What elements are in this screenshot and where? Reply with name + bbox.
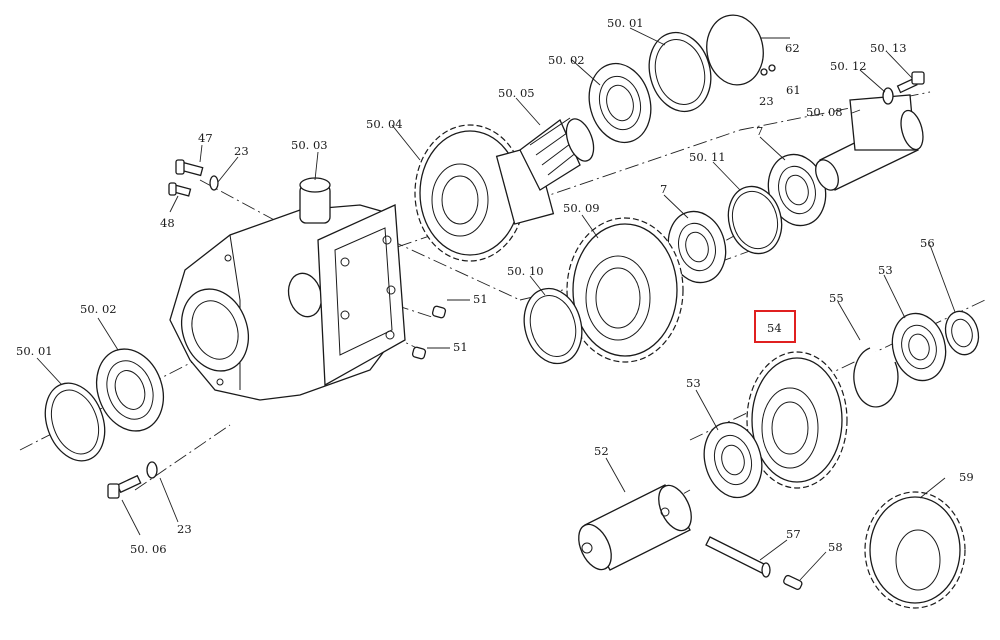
gear-50-04 xyxy=(414,124,555,262)
pin-57 xyxy=(705,536,771,578)
label-57: 57 xyxy=(786,527,801,541)
bearing-50-02-left xyxy=(96,348,164,432)
label-54: 54 xyxy=(767,321,782,335)
screw-61 xyxy=(760,64,776,76)
bearing-53-top xyxy=(891,312,947,382)
label-50-03: 50. 03 xyxy=(291,138,328,152)
bearing-53-bottom xyxy=(703,421,763,499)
label-50-10: 50. 10 xyxy=(507,264,544,278)
highlight-box-54 xyxy=(754,310,796,343)
label-59: 59 xyxy=(959,470,974,484)
dowel-pin-51-top xyxy=(431,305,447,319)
part-labels: 50. 01 62 50. 02 50. 13 50. 12 23 61 50.… xyxy=(16,16,974,556)
gear-54 xyxy=(746,351,848,489)
cover-plate-62 xyxy=(706,14,764,86)
bolt-47 xyxy=(175,159,204,177)
label-51-top: 51 xyxy=(473,292,488,306)
label-50-02-left: 50. 02 xyxy=(80,302,117,316)
leader-lines xyxy=(36,27,956,581)
label-23-bottom: 23 xyxy=(177,522,192,536)
label-47: 47 xyxy=(198,131,213,145)
ring-50-10 xyxy=(523,287,583,365)
dowel-pin-51-bottom xyxy=(411,346,427,360)
washer-23-bottom xyxy=(146,461,158,479)
label-7-top: 7 xyxy=(756,124,763,138)
label-50-09: 50. 09 xyxy=(563,201,600,215)
seal-ring-50-01-top xyxy=(648,31,712,113)
gear-59 xyxy=(864,491,966,609)
bearing-50-02-top xyxy=(588,62,652,144)
label-50-12: 50. 12 xyxy=(830,59,867,73)
label-23-top: 23 xyxy=(759,94,774,108)
mounting-flange xyxy=(317,204,406,387)
label-55: 55 xyxy=(829,291,844,305)
label-50-05: 50. 05 xyxy=(498,86,535,100)
bolt-50-13 xyxy=(896,71,925,94)
shim-ring-50-11 xyxy=(727,185,783,255)
label-7-middle: 7 xyxy=(660,182,667,196)
label-50-11: 50. 11 xyxy=(689,150,726,164)
label-50-02-top: 50. 02 xyxy=(548,53,585,67)
spring-58 xyxy=(783,574,803,590)
bolt-48 xyxy=(168,182,192,197)
washer-23-top-left xyxy=(209,175,219,191)
label-48: 48 xyxy=(160,216,175,230)
shaft-50-08 xyxy=(815,94,924,191)
label-62: 62 xyxy=(785,41,800,55)
bolt-50-06 xyxy=(107,474,142,499)
seal-ring-50-01-left xyxy=(44,382,106,462)
label-53-top: 53 xyxy=(878,263,893,277)
label-58: 58 xyxy=(828,540,843,554)
label-51-bottom: 51 xyxy=(453,340,468,354)
label-50-08: 50. 08 xyxy=(806,105,843,119)
circlip-55 xyxy=(853,347,899,408)
shaft-52 xyxy=(578,484,692,571)
label-50-01-left: 50. 01 xyxy=(16,344,53,358)
label-52: 52 xyxy=(594,444,609,458)
label-56: 56 xyxy=(920,236,935,250)
bush-56 xyxy=(944,310,980,356)
label-61: 61 xyxy=(786,83,801,97)
gear-50-09 xyxy=(566,217,684,363)
label-53-bottom: 53 xyxy=(686,376,701,390)
label-50-13: 50. 13 xyxy=(870,41,907,55)
spline-shaft-50-05 xyxy=(519,117,595,191)
washer-50-12 xyxy=(882,87,894,105)
label-50-06: 50. 06 xyxy=(130,542,167,556)
label-23-left: 23 xyxy=(234,144,249,158)
label-50-04: 50. 04 xyxy=(366,117,403,131)
label-50-01-top: 50. 01 xyxy=(607,16,644,30)
